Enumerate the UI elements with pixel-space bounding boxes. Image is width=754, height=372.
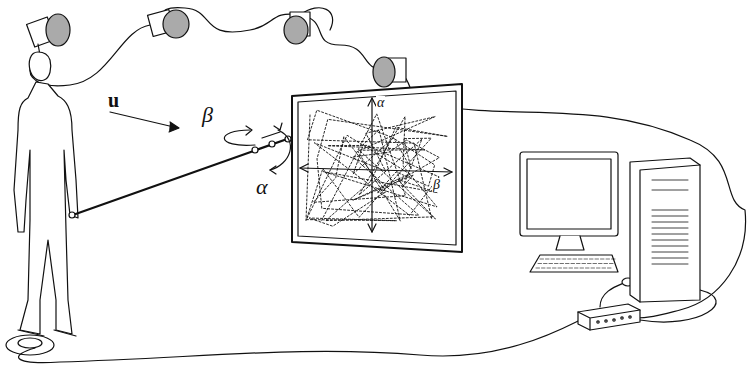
- person: [14, 52, 78, 336]
- velocity-symbol: u: [108, 90, 119, 110]
- camera: [284, 12, 310, 44]
- rotation-arrow: [270, 166, 276, 174]
- computer-monitor: [520, 152, 618, 250]
- computer-tower: [630, 158, 700, 302]
- wand: [69, 132, 291, 218]
- rotation-arrow: [246, 126, 252, 135]
- angle-symbol: α: [256, 176, 268, 198]
- floor-cable: [19, 320, 580, 363]
- wind-arrow: [110, 112, 178, 128]
- hub-box: [578, 304, 640, 330]
- wind-arrow: [169, 122, 179, 132]
- axis-label: β: [432, 178, 441, 192]
- camera: [148, 10, 189, 38]
- axis-label: α: [376, 96, 385, 110]
- foot-plate: [6, 335, 54, 355]
- camera: [27, 14, 70, 55]
- keyboard: [530, 255, 618, 272]
- camera-cable: [30, 8, 746, 318]
- rotation-arrow: [270, 130, 290, 170]
- angle-symbol: β: [202, 104, 213, 126]
- rotation-arrow: [274, 123, 282, 130]
- camera: [373, 57, 406, 87]
- display-screen: [292, 84, 462, 252]
- rotation-arrow: [224, 130, 255, 145]
- computer-cable: [600, 282, 626, 307]
- foot-plate: [18, 338, 42, 348]
